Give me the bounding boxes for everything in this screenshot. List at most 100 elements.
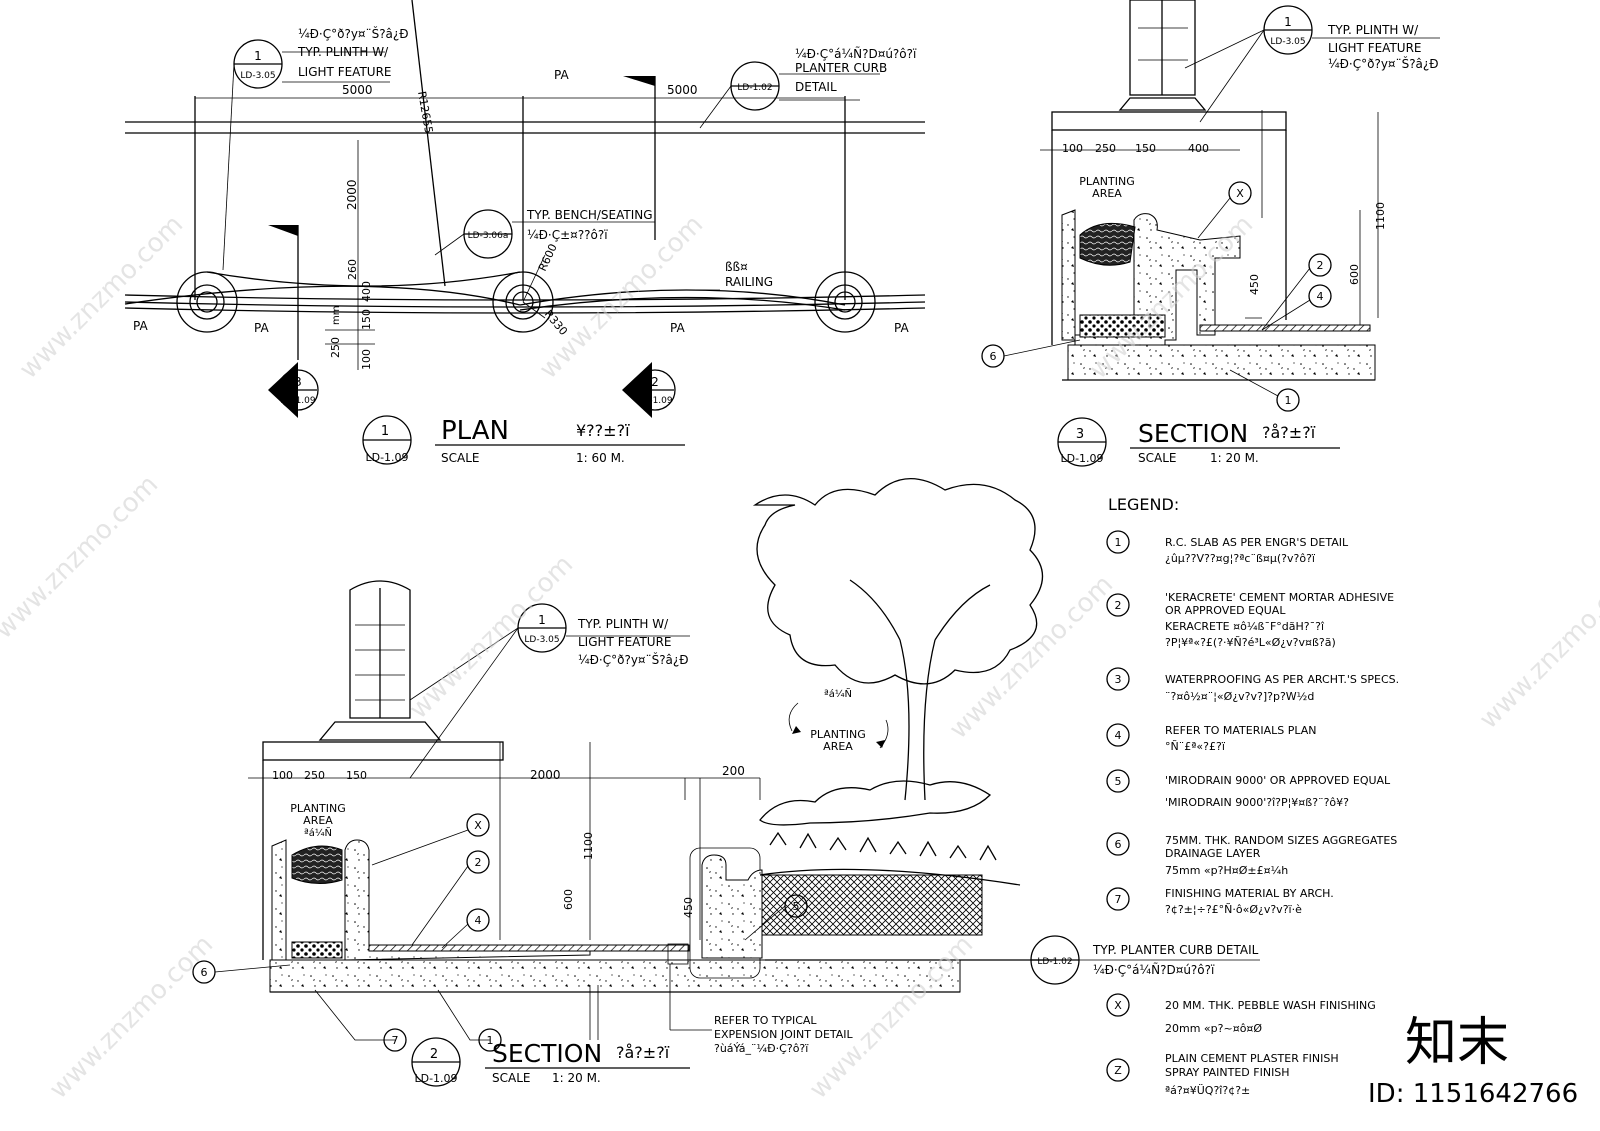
section2-curb-detail: TYP. PLANTER CURB DETAIL — [1092, 943, 1259, 957]
plan-dim-250: 250 — [329, 337, 342, 358]
section2-curb-detail-cn: ¼Ð·Ç°á¼Ñ?D¤ú?ô?ï — [1093, 962, 1215, 977]
section2-ref-number: 2 — [430, 1047, 438, 1062]
section3-planting: AREA — [1092, 187, 1122, 200]
plan-plinth-line1: TYP. PLINTH W/ — [297, 45, 389, 59]
plan-title: PLAN — [441, 416, 509, 446]
section2-tag: X — [474, 819, 482, 832]
legend-line: ªá?¤¥ÜQ?î?¢?± — [1165, 1084, 1250, 1097]
section3-plinth-cn: ¼Ð·Ç°ð?y¤¨Š?â¿Ð — [1328, 56, 1439, 71]
plan-plinth-ref-num: 1 — [254, 49, 262, 63]
watermark-url: www.znzmo.com — [44, 930, 219, 1105]
plan-dim-2000: 2000 — [345, 179, 359, 210]
section3-dim-600: 600 — [1348, 264, 1361, 285]
plan-bench-ref-sheet: LD-3.06a — [468, 231, 509, 241]
section2-plinth-num: 1 — [538, 613, 546, 627]
section2-plinth-cn: ¼Ð·Ç°ð?y¤¨Š?â¿Ð — [578, 652, 689, 667]
section2-title-cn: ?å?±?ï — [616, 1043, 670, 1062]
section2-planting: PLANTING — [290, 802, 345, 815]
plan-radius-main: R12655 — [415, 90, 435, 134]
section3-dim-1100: 1100 — [1374, 202, 1387, 230]
section2-dim-1100: 1100 — [582, 832, 595, 860]
plan-pa-label: PA — [254, 321, 269, 335]
section2-scale-value: 1: 20 M. — [552, 1071, 601, 1085]
section2-expansion: ?ùáÝá_¨¼Ð·Ç?ô?ï — [714, 1042, 809, 1055]
plan-sec3-marker-num: 3 — [294, 375, 302, 389]
section3-tag: 2 — [1317, 259, 1324, 272]
legend-line: 'MIRODRAIN 9000'?î?P¦¥¤ß?¨?ô¥? — [1165, 796, 1349, 809]
legend-line: DRAINAGE LAYER — [1165, 847, 1261, 860]
legend-line: °Ñ¨£ª«?£?ï — [1165, 740, 1226, 753]
legend-key: X — [1114, 999, 1122, 1012]
section-3-drawing: 3 LD-1.09 SECTION ?å?±?ï SCALE 1: 20 M. … — [981, 0, 1440, 467]
legend-line: ?¢?±¦÷?£°Ñ·ô«Ø¿v?v?ï·è — [1165, 903, 1302, 916]
plan-pa-label: PA — [133, 319, 148, 333]
legend-key: 3 — [1115, 673, 1122, 686]
legend-key: 6 — [1115, 838, 1122, 851]
plan-curb-ref-sheet: LD-1.02 — [737, 83, 772, 93]
section2-dim-200: 200 — [722, 764, 745, 778]
section2-dim-2000: 2000 — [530, 768, 561, 782]
plan-curb-line1: PLANTER CURB — [795, 61, 887, 75]
section2-dim: 100 — [272, 769, 293, 782]
plan-dim-right: 5000 — [667, 83, 698, 97]
watermark-url: www.znzmo.com — [804, 930, 979, 1105]
section2-tag: 4 — [475, 914, 482, 927]
plan-ref-number: 1 — [381, 424, 389, 439]
plan-dim-400: 400 — [360, 281, 373, 302]
watermark-url: www.znzmo.com — [944, 570, 1119, 745]
legend-line: ?P¦¥ª«?£(?·¥Ñ?é³L«Ø¿v?v¤ß?ã) — [1165, 636, 1336, 649]
section2-planting: AREA — [303, 814, 333, 827]
section3-dim-450: 450 — [1248, 274, 1261, 295]
legend-line: 20mm «p?~¤ô¤Ø — [1165, 1022, 1262, 1035]
legend-key: 5 — [1115, 775, 1122, 788]
section3-ref-sheet: LD-1.09 — [1060, 452, 1103, 465]
legend-key: 7 — [1115, 893, 1122, 906]
section2-expansion: EXPENSION JOINT DETAIL — [714, 1028, 854, 1041]
section2-plinth-line1: TYP. PLINTH W/ — [577, 617, 669, 631]
section2-tag: 6 — [201, 966, 208, 979]
plan-plinth-line2: LIGHT FEATURE — [298, 65, 392, 79]
plan-radius-600: R600 — [536, 242, 560, 273]
section-2-drawing: 2 LD-1.09 SECTION ?å?±?ï SCALE 1: 20 M. … — [192, 580, 1260, 1087]
plan-sec3-marker-sheet: LD-1.09 — [280, 396, 316, 406]
section2-tag: 7 — [392, 1034, 399, 1047]
legend-line: KERACRETE ¤ô¼ß¯F°dãH?¯?î — [1165, 620, 1325, 633]
plan-pa-label: PA — [894, 321, 909, 335]
plan-railing-cn: ßß¤ — [725, 260, 748, 274]
tree-planting: PLANTING — [810, 728, 865, 741]
section3-scale-value: 1: 20 M. — [1210, 451, 1259, 465]
legend-line: REFER TO MATERIALS PLAN — [1165, 724, 1317, 737]
watermark-brand: 知末 — [1405, 1013, 1509, 1073]
legend-line: 75MM. THK. RANDOM SIZES AGGREGATES — [1165, 834, 1397, 847]
section3-tag: 4 — [1317, 290, 1324, 303]
legend-key: 1 — [1115, 536, 1122, 549]
section2-expansion: REFER TO TYPICAL — [714, 1014, 817, 1027]
section3-tag: 1 — [1285, 394, 1292, 407]
section2-title: SECTION — [492, 1039, 602, 1068]
legend-line: 20 MM. THK. PEBBLE WASH FINISHING — [1165, 999, 1376, 1012]
legend-key: 2 — [1115, 599, 1122, 612]
section3-planting: PLANTING — [1079, 175, 1134, 188]
plan-scale-value: 1: 60 M. — [576, 451, 625, 465]
section2-planting: ªá¼Ñ — [304, 826, 332, 839]
watermark-url: www.znzmo.com — [14, 210, 189, 385]
legend-line: 75mm «p?H¤Ø±£¤¼h — [1165, 864, 1288, 877]
section3-dim: 150 — [1135, 142, 1156, 155]
section3-plinth-line1: TYP. PLINTH W/ — [1327, 23, 1419, 37]
section3-plinth-num: 1 — [1284, 15, 1292, 29]
plan-curb-cn: ¼Ð·Ç°á¼Ñ?D¤ú?ô?ï — [795, 46, 917, 61]
section3-tag: X — [1236, 187, 1244, 200]
plan-railing: RAILING — [725, 275, 773, 289]
section3-dim: 100 — [1062, 142, 1083, 155]
legend-key: 4 — [1115, 729, 1122, 742]
section3-title: SECTION — [1138, 419, 1248, 448]
plan-dim-left: 5000 — [342, 83, 373, 97]
legend-line: ¨?¤ô½¤¨¦«Ø¿v?v?]?p?W½d — [1165, 690, 1314, 703]
section2-tag: 2 — [475, 856, 482, 869]
plan-ref-sheet: LD-1.09 — [365, 451, 408, 464]
section3-dim: 250 — [1095, 142, 1116, 155]
plan-sec2-marker-sheet: LD-1.09 — [637, 396, 673, 406]
section2-dim: 150 — [346, 769, 367, 782]
section3-scale-label: SCALE — [1138, 451, 1176, 465]
section3-tag: 6 — [990, 350, 997, 363]
